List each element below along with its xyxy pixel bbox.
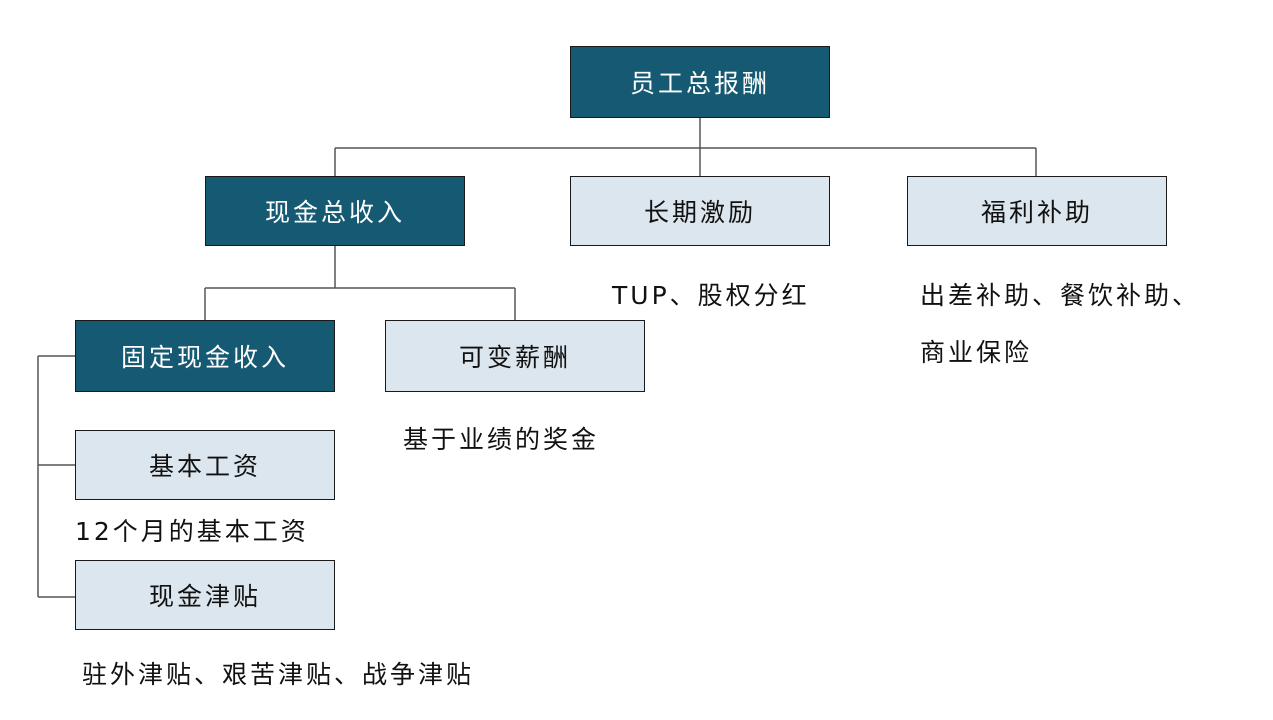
node-base-salary: 基本工资 [75, 430, 335, 500]
node-cash-allowance: 现金津贴 [75, 560, 335, 630]
node-benefits: 福利补助 [907, 176, 1167, 246]
note-benefits-line1: 出差补助、餐饮补助、 [920, 281, 1201, 310]
node-long-term-incentive-label: 长期激励 [643, 198, 756, 227]
node-cash-total: 现金总收入 [205, 176, 465, 246]
node-variable-pay-label: 可变薪酬 [458, 343, 571, 372]
node-fixed-cash: 固定现金收入 [75, 320, 335, 392]
node-base-salary-label: 基本工资 [148, 452, 261, 481]
node-cash-allowance-label: 现金津贴 [148, 582, 261, 611]
note-cash-allowance: 驻外津贴、艰苦津贴、战争津贴 [82, 660, 475, 689]
note-benefits-line2: 商业保险 [920, 338, 1033, 367]
node-root-label: 员工总报酬 [629, 69, 770, 98]
node-variable-pay: 可变薪酬 [385, 320, 645, 392]
node-benefits-label: 福利补助 [980, 198, 1093, 227]
node-root: 员工总报酬 [570, 46, 830, 118]
node-fixed-cash-label: 固定现金收入 [120, 343, 289, 372]
note-variable-pay: 基于业绩的奖金 [403, 425, 600, 454]
note-base-salary: 12个月的基本工资 [75, 517, 309, 546]
node-cash-total-label: 现金总收入 [264, 198, 405, 227]
note-long-term-incentive: TUP、股权分红 [612, 281, 810, 310]
node-long-term-incentive: 长期激励 [570, 176, 830, 246]
